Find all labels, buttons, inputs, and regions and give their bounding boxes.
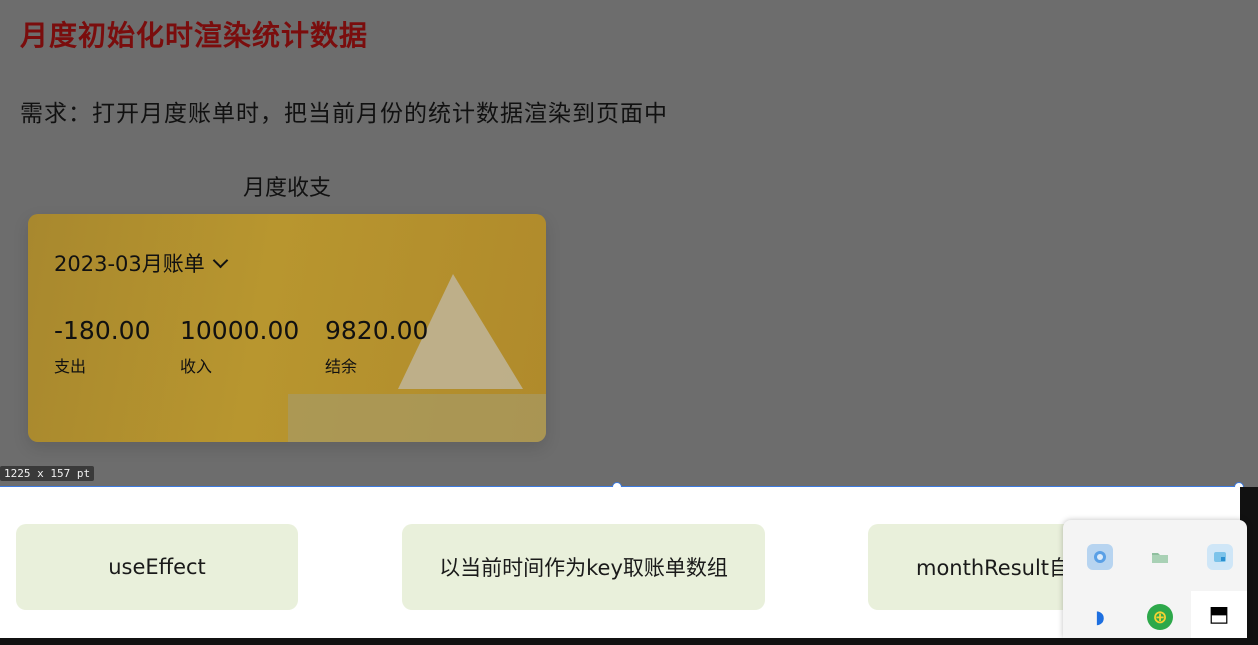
app-grid-icon[interactable]: ⬒ bbox=[1191, 591, 1247, 638]
dimension-badge: 1225 x 157 pt bbox=[0, 466, 95, 481]
requirement-text: 需求：打开月度账单时，把当前月份的统计数据渲染到页面中 bbox=[20, 101, 668, 127]
stat-label: 支出 bbox=[54, 357, 87, 376]
shield-icon[interactable]: ◗ bbox=[1095, 606, 1105, 628]
stat-income: 10000.00 收入 bbox=[180, 316, 299, 377]
window-icon[interactable] bbox=[1207, 544, 1233, 570]
chevron-down-icon bbox=[212, 252, 229, 268]
stat-label: 结余 bbox=[325, 357, 358, 376]
stat-balance: 9820.00 结余 bbox=[325, 316, 428, 377]
card-background-mountain bbox=[398, 274, 523, 389]
stat-label: 收入 bbox=[180, 357, 213, 376]
stat-value: -180.00 bbox=[54, 316, 151, 345]
flow-box-label: 以当前时间作为key取账单数组 bbox=[439, 556, 728, 580]
stat-expense: -180.00 支出 bbox=[54, 316, 151, 377]
taskbar-edge bbox=[0, 638, 1258, 645]
app-icon[interactable] bbox=[1087, 544, 1113, 570]
card-heading: 月度收支 bbox=[243, 176, 332, 201]
stat-value: 10000.00 bbox=[180, 316, 300, 345]
slide-area: 月度初始化时渲染统计数据 需求：打开月度账单时，把当前月份的统计数据渲染到页面中… bbox=[0, 19, 668, 481]
card-background-floor bbox=[288, 394, 546, 442]
system-tray-popup: ◗ ⊕ ⬒ bbox=[1063, 520, 1247, 638]
download-icon[interactable]: ⊕ bbox=[1147, 604, 1173, 630]
flow-box-label: monthResult自 bbox=[916, 556, 1071, 580]
stat-value: 9820.00 bbox=[325, 316, 429, 345]
flow-box-get-bills[interactable]: 以当前时间作为key取账单数组 bbox=[402, 524, 765, 610]
flow-box-label: useEffect bbox=[108, 555, 206, 579]
monthly-bill-card: 2023-03月账单 -180.00 支出 10000.00 收入 9820.0… bbox=[28, 214, 546, 442]
page-title: 月度初始化时渲染统计数据 bbox=[20, 19, 369, 52]
month-label: 2023-03月账单 bbox=[54, 252, 205, 276]
flow-box-useeffect[interactable]: useEffect bbox=[16, 524, 298, 610]
folder-icon[interactable] bbox=[1147, 544, 1173, 570]
month-selector[interactable]: 2023-03月账单 bbox=[54, 248, 229, 278]
flow-strip: useEffect 以当前时间作为key取账单数组 monthResult自 bbox=[0, 487, 1240, 638]
